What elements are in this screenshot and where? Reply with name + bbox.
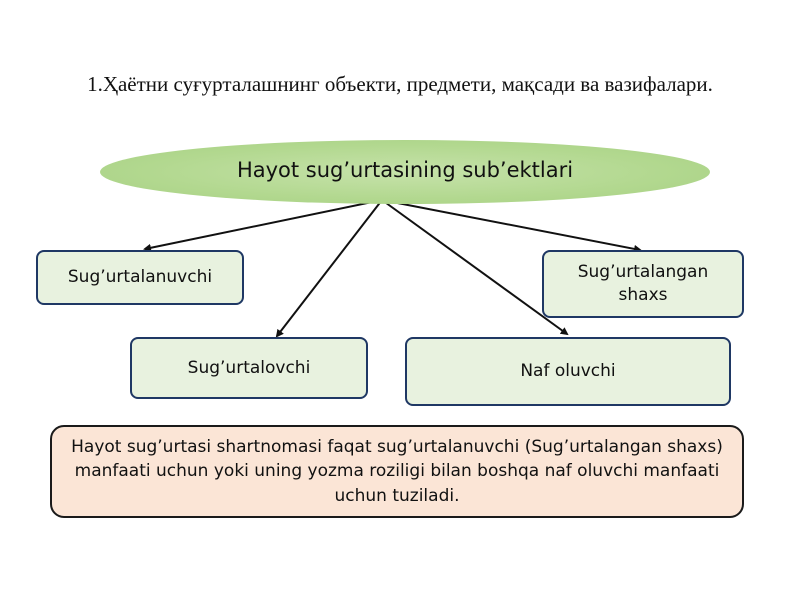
- note-text: Hayot sug’urtasi shartnomasi faqat sug’u…: [71, 436, 723, 506]
- central-subjects-label: Hayot sug’urtasining sub’ektlari: [236, 158, 574, 182]
- central-subjects-ellipse: Hayot sug’urtasining sub’ektlari: [100, 140, 710, 204]
- subject-box-naf-oluvchi: Naf oluvchi: [405, 337, 731, 406]
- subject-box-sugurtalovchi: Sug’urtalovchi: [130, 337, 368, 399]
- arrow-to-naf-oluvchi: [381, 199, 569, 336]
- page-title: 1.Ҳаётни суғурталашнинг объекти, предмет…: [87, 72, 713, 96]
- subject-label: Sug’urtalovchi: [187, 357, 311, 378]
- subject-label: Sug’urtalangan shaxs: [577, 262, 709, 305]
- arrow-to-sugurtalanuvchi: [143, 199, 383, 252]
- subject-label: Sug’urtalanuvchi: [67, 267, 213, 288]
- subject-box-sugurtalanuvchi: Sug’urtalanuvchi: [36, 250, 244, 305]
- note-box: Hayot sug’urtasi shartnomasi faqat sug’u…: [50, 425, 744, 518]
- subject-box-sugurtalangan-shaxs: Sug’urtalangan shaxs: [542, 250, 744, 318]
- arrow-to-sugurtalangan-shaxs: [381, 199, 642, 253]
- arrow-to-sugurtalovchi: [275, 199, 383, 338]
- subject-label: Naf oluvchi: [520, 361, 616, 382]
